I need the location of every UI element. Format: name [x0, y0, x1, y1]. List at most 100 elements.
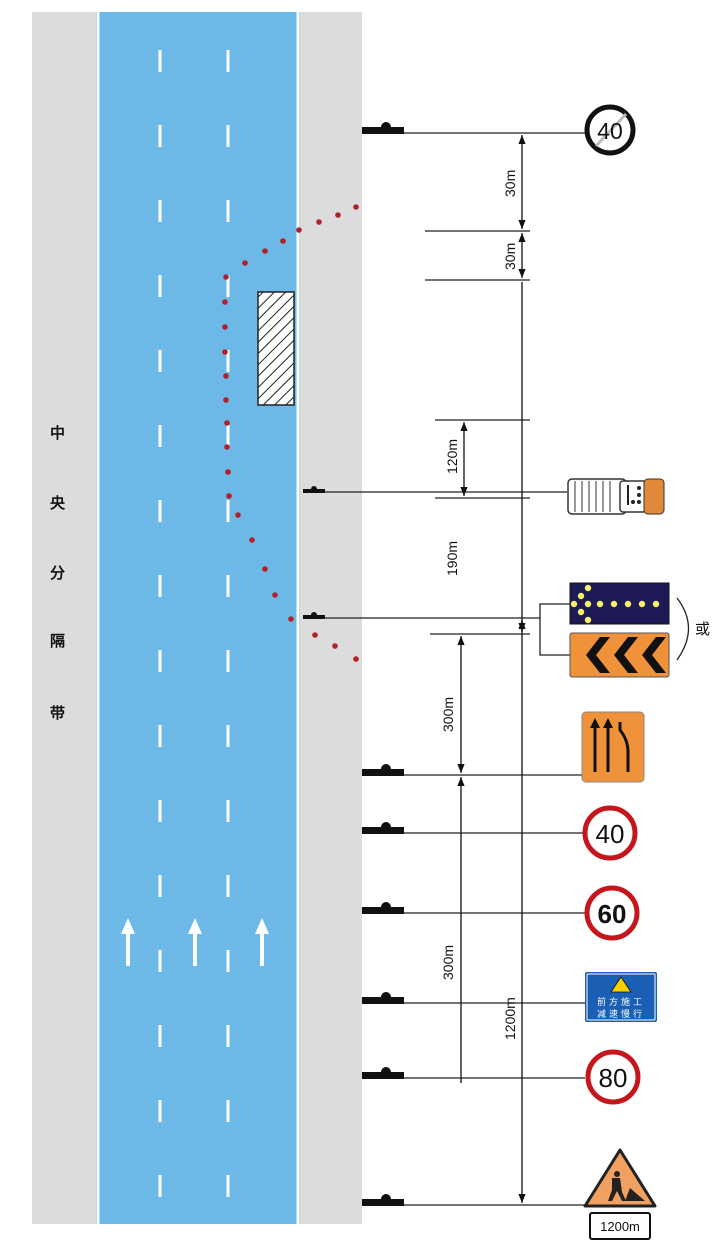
lane-dashes: [158, 50, 230, 1197]
lane-dash: [226, 200, 230, 222]
lane-dash: [226, 125, 230, 147]
arrow-light: [584, 584, 592, 592]
lane-dash: [226, 1175, 230, 1197]
sign-base-icon: [362, 764, 404, 776]
lane-dash: [226, 950, 230, 972]
speed-limit-60-sign: 60: [584, 885, 640, 941]
dimension-lines: [457, 135, 526, 1203]
traffic-cone: [335, 212, 341, 218]
median-char: 中: [50, 424, 65, 442]
sign-base-icon: [362, 122, 404, 134]
traffic-cone: [272, 592, 278, 598]
work-area: [257, 291, 295, 406]
worker-warning-icon: [610, 976, 632, 993]
lane-dash: [158, 425, 162, 447]
arrow-light: [596, 600, 604, 608]
dimension-labels: 30m 30m 120m 190m 300m 300m 1200m: [440, 170, 518, 1040]
lane-dash: [158, 1175, 162, 1197]
sign-value: 80: [599, 1063, 628, 1093]
lane-dash: [158, 1100, 162, 1122]
traffic-cone: [222, 349, 228, 355]
lane-dash: [158, 800, 162, 822]
lane-dash: [226, 425, 230, 447]
lane-dash: [158, 950, 162, 972]
arrow-up-icon: [255, 918, 269, 966]
traffic-cone: [312, 632, 318, 638]
lane-reduction-sign: [581, 711, 645, 783]
traffic-cone: [242, 260, 248, 266]
speed-limit-80-sign: 80: [585, 1049, 641, 1105]
distance-plate: 1200m: [600, 1219, 640, 1234]
traffic-cone: [332, 643, 338, 649]
sign-base-icon: [303, 486, 325, 493]
lane-dash: [158, 200, 162, 222]
median-char: 央: [50, 494, 66, 512]
arrow-up-icon: [121, 918, 135, 966]
traffic-cone: [296, 227, 302, 233]
sign-base-icon: [362, 1067, 404, 1079]
lane-dash: [226, 50, 230, 72]
median-char: 带: [50, 704, 65, 722]
sign-base-icon: [362, 822, 404, 834]
truck-icon: [567, 478, 665, 515]
sign-value: 60: [598, 899, 627, 929]
arrow-light: [577, 608, 585, 616]
dim-30m-a: 30m: [502, 170, 518, 197]
median-char: 隔: [50, 632, 65, 650]
leader-lines: [303, 132, 690, 1206]
info-line-1: 前方施工: [597, 996, 645, 1008]
arrow-light: [584, 616, 592, 624]
traffic-cone: [235, 512, 241, 518]
traffic-cone: [262, 248, 268, 254]
lane-dash: [226, 1100, 230, 1122]
sign-value: 40: [596, 819, 625, 849]
dim-300m-b: 300m: [440, 945, 456, 980]
sign-base-icon: [362, 1194, 404, 1206]
lane-dash: [226, 650, 230, 672]
arrow-board: [569, 582, 670, 625]
direction-arrows: [121, 918, 269, 966]
arrow-light: [610, 600, 618, 608]
traffic-cone: [249, 537, 255, 543]
arrow-light: [652, 600, 660, 608]
traffic-cones: [222, 204, 359, 662]
traffic-cone: [223, 274, 229, 280]
dim-190m: 190m: [444, 541, 460, 576]
arrow-light: [624, 600, 632, 608]
arrow-light: [570, 600, 578, 608]
traffic-cone: [262, 566, 268, 572]
carriageway: [96, 12, 300, 1224]
arrow-light: [638, 600, 646, 608]
traffic-cone: [223, 397, 229, 403]
dim-300m-a: 300m: [440, 697, 456, 732]
lane-dash: [158, 50, 162, 72]
traffic-cone: [280, 238, 286, 244]
speed-limit-40-sign: 40: [582, 805, 638, 861]
worker-icon: [608, 1171, 645, 1201]
traffic-cone: [226, 493, 232, 499]
traffic-cone: [222, 324, 228, 330]
traffic-cone: [224, 444, 230, 450]
lane-dash: [158, 650, 162, 672]
traffic-cone: [353, 204, 359, 210]
median-strip: [32, 12, 96, 1224]
lane-dash: [226, 725, 230, 747]
traffic-cone: [225, 469, 231, 475]
sign-base-icon: [303, 612, 325, 619]
sign-bases: [303, 122, 404, 1206]
end-speed-limit-sign: 40: [584, 104, 636, 156]
or-label: 或: [695, 620, 710, 638]
arrow-up-icon: [188, 918, 202, 966]
lane-dash: [158, 1025, 162, 1047]
lane-dash: [158, 125, 162, 147]
lane-dash: [226, 350, 230, 372]
lane-dash: [158, 500, 162, 522]
lane-dash: [226, 875, 230, 897]
sign-base-icon: [362, 992, 404, 1004]
lane-dash: [226, 275, 230, 297]
arrow-light: [577, 592, 585, 600]
traffic-cone: [316, 219, 322, 225]
traffic-cone: [224, 420, 230, 426]
median-char: 分: [50, 564, 65, 582]
